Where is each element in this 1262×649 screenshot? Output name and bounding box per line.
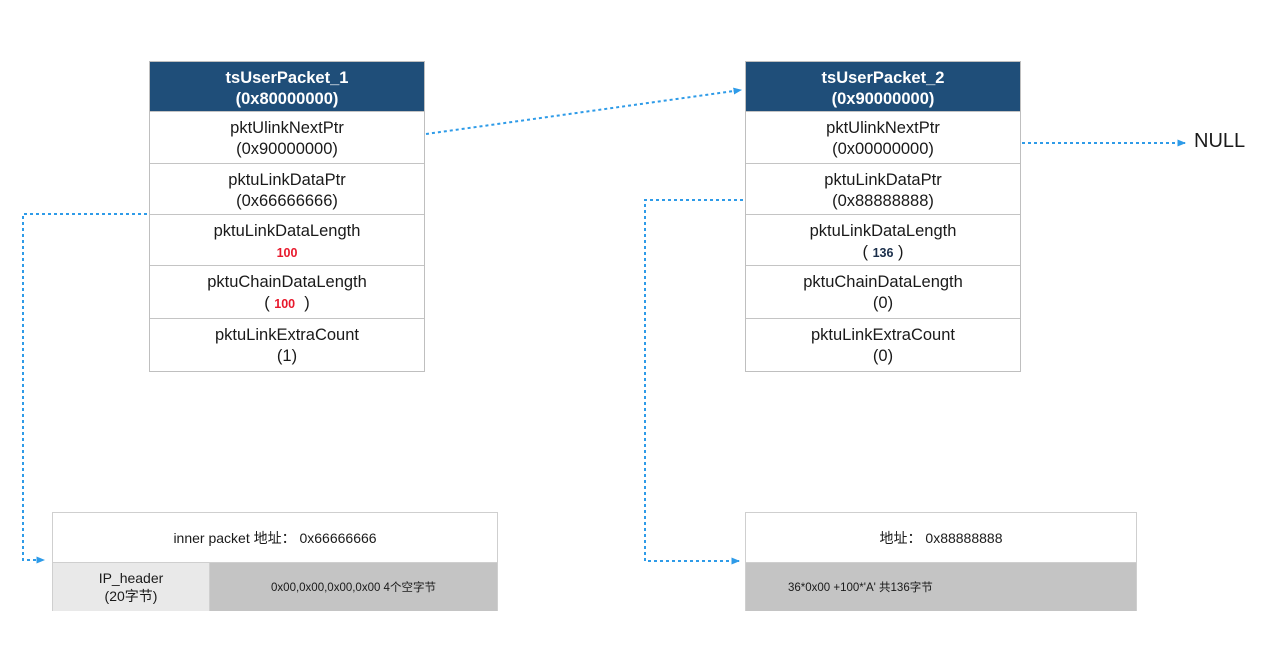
struct-2-header: tsUserPacket_2 (0x90000000)	[746, 62, 1020, 111]
struct-1-row-pktulinkdatalength: pktuLinkDataLength 100	[150, 214, 424, 265]
struct-1-row-pktulinkextracount: pktuLinkExtraCount (1)	[150, 318, 424, 371]
memory-block-second-data: 地址： 0x88888888 36*0x00 +100*'A' 共136字节	[745, 512, 1137, 611]
inner-packet-payload-row: IP_header (20字节) 0x00,0x00,0x00,0x00 4个空…	[53, 562, 497, 611]
struct-2-header-address: (0x90000000)	[831, 90, 935, 109]
field-value: 136	[872, 246, 894, 261]
struct-1-row-pktuchaindatalength: pktuChainDataLength ( 100 )	[150, 265, 424, 318]
struct-2-row-pktulinkdatalength: pktuLinkDataLength ( 136 )	[746, 214, 1020, 265]
field-name: pktuLinkDataLength	[213, 222, 361, 240]
field-value: (0x66666666)	[236, 192, 338, 211]
arrow-next-ptr-1-to-packet2	[425, 87, 742, 135]
field-name: pktuChainDataLength	[803, 273, 963, 291]
open-paren: (	[264, 294, 275, 313]
arrow-data-ptr-2-to-data-block	[644, 199, 743, 565]
field-name: pktuLinkExtraCount	[811, 326, 955, 344]
second-block-address-label: 地址： 0x88888888	[746, 513, 1136, 562]
field-name: pktuLinkDataLength	[809, 222, 957, 240]
field-name: pktuLinkDataPtr	[228, 171, 346, 189]
field-name: pktUlinkNextPtr	[826, 119, 940, 137]
field-name: pktuLinkExtraCount	[215, 326, 359, 344]
close-paren: )	[295, 294, 310, 313]
field-name: pktUlinkNextPtr	[230, 119, 344, 137]
struct-2-row-pktuchaindatalength: pktuChainDataLength (0)	[746, 265, 1020, 318]
struct-2-row-pktulinkdataptr: pktuLinkDataPtr (0x88888888)	[746, 163, 1020, 214]
struct-table-tsuserpacket-1: tsUserPacket_1 (0x80000000) pktUlinkNext…	[149, 61, 425, 372]
struct-2-row-pktulinkextracount: pktuLinkExtraCount (0)	[746, 318, 1020, 371]
struct-table-tsuserpacket-2: tsUserPacket_2 (0x90000000) pktUlinkNext…	[745, 61, 1021, 372]
field-value: (0x00000000)	[832, 140, 934, 159]
struct-1-header: tsUserPacket_1 (0x80000000)	[150, 62, 424, 111]
memory-block-inner-packet: inner packet 地址： 0x66666666 IP_header (2…	[52, 512, 498, 611]
field-value-group: ( 100 )	[150, 293, 424, 314]
field-value: (0)	[872, 347, 894, 366]
ip-header-cell: IP_header (20字节)	[53, 563, 210, 611]
struct-2-header-name: tsUserPacket_2	[821, 69, 945, 87]
field-value: 100	[274, 297, 296, 312]
struct-1-header-address: (0x80000000)	[235, 90, 339, 109]
field-value: (0x90000000)	[236, 140, 338, 159]
ip-header-label: IP_header	[98, 569, 164, 586]
open-paren: (	[862, 243, 873, 262]
ip-header-size: (20字节)	[104, 588, 158, 604]
second-block-data-cell: 36*0x00 +100*'A' 共136字节	[746, 563, 1136, 611]
close-paren: )	[893, 243, 904, 262]
field-value-group: ( 136 )	[746, 242, 1020, 263]
struct-1-row-pktulinkdataptr: pktuLinkDataPtr (0x66666666)	[150, 163, 424, 214]
struct-1-row-pktulinknextptr: pktUlinkNextPtr (0x90000000)	[150, 111, 424, 163]
field-value: (1)	[276, 347, 298, 366]
second-block-payload-row: 36*0x00 +100*'A' 共136字节	[746, 562, 1136, 611]
field-value: (0x88888888)	[832, 192, 934, 211]
field-name: pktuChainDataLength	[207, 273, 367, 291]
field-value-group: 100	[150, 242, 424, 263]
field-value: 100	[276, 246, 298, 261]
struct-2-row-pktulinknextptr: pktUlinkNextPtr (0x00000000)	[746, 111, 1020, 163]
inner-packet-address-label: inner packet 地址： 0x66666666	[53, 513, 497, 562]
arrow-data-ptr-1-to-inner-packet	[22, 213, 147, 564]
field-value: (0)	[872, 294, 894, 313]
field-name: pktuLinkDataPtr	[824, 171, 942, 189]
inner-packet-data-cell: 0x00,0x00,0x00,0x00 4个空字节	[210, 563, 497, 611]
struct-1-header-name: tsUserPacket_1	[225, 69, 349, 87]
null-label: NULL	[1194, 130, 1246, 152]
